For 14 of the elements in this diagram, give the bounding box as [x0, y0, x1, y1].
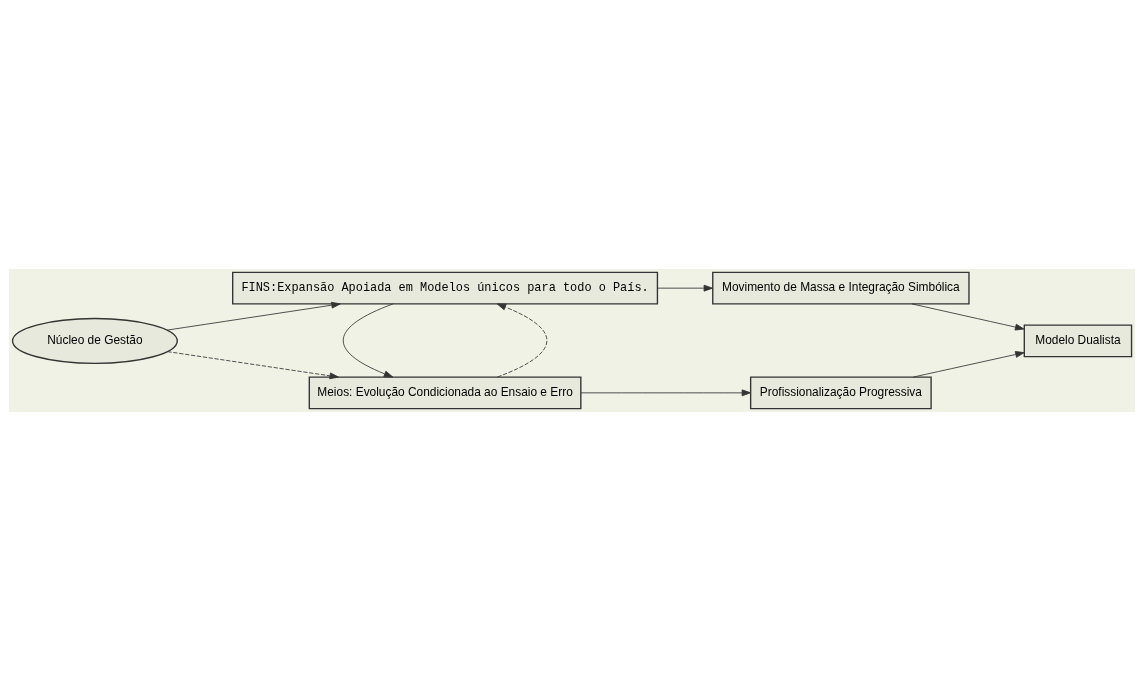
node-box: Movimento de Massa e Integração Simbólica: [712, 271, 970, 305]
node-box: Modelo Dualista: [1023, 324, 1133, 357]
node-ellipse: Núcleo de Gestão: [11, 317, 178, 364]
node-box: FINS:Expansão Apoiada em Modelos únicos para todo o País.: [232, 271, 659, 305]
arrow: [657, 284, 713, 292]
arrow: [342, 303, 394, 377]
arrow: [912, 350, 1025, 377]
arrow: [166, 301, 341, 331]
arrow: [911, 303, 1025, 330]
node-box: Meios: Evolução Condicionada ao Ensaio e Erro: [308, 375, 582, 409]
arrow: [580, 388, 752, 396]
arrow: [496, 303, 548, 377]
node-box: Profissionalização Progressiva: [749, 375, 932, 409]
arrow: [167, 350, 339, 379]
